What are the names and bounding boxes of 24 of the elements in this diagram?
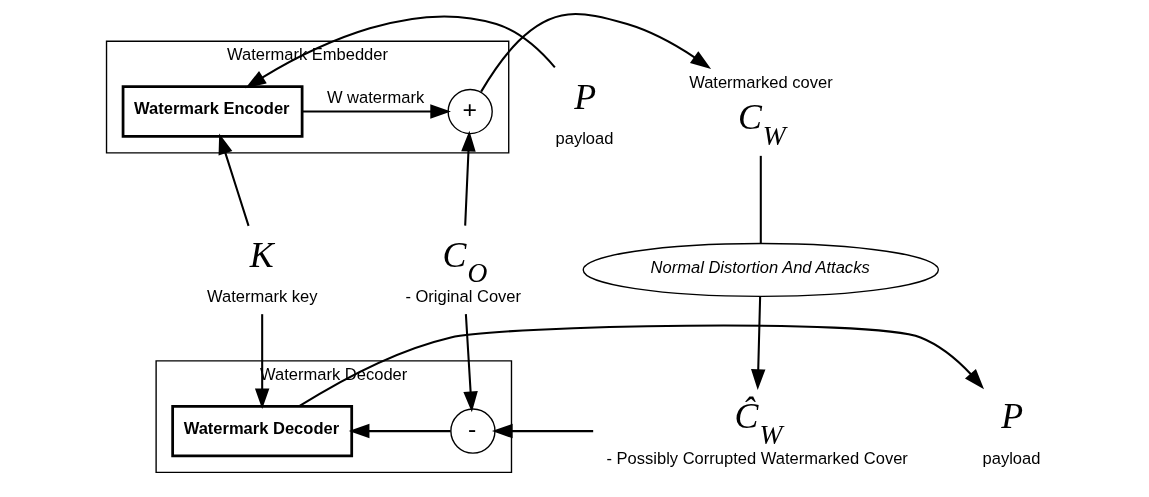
node-text: Watermarked cover C$_{W}$ <box>689 72 833 151</box>
node-circle: - <box>450 408 496 454</box>
arrow <box>751 296 766 390</box>
arrow <box>463 314 478 413</box>
arrow <box>491 423 594 439</box>
arrow <box>254 314 270 410</box>
arrow <box>480 13 712 93</box>
node-box: Watermark Decoder <box>171 404 354 458</box>
node-text: K Watermark key <box>207 234 318 307</box>
connector <box>759 155 762 244</box>
arrow <box>302 104 451 119</box>
node-text: C$_{O}$ - Original Cover <box>405 234 522 307</box>
arrow <box>298 324 985 408</box>
edge-label: W watermark <box>326 87 425 107</box>
arrow <box>218 133 250 227</box>
node-ellipse: Normal Distortion And Attacks <box>582 242 940 298</box>
arrow <box>461 130 476 226</box>
node-text: Ĉ$_{W}$ - Possibly Corrupted Watermarked Cover <box>606 396 908 468</box>
node-circle: + <box>447 88 493 135</box>
node-text: P payload <box>555 76 614 149</box>
node-box: Watermark Encoder <box>121 85 304 138</box>
arrow <box>348 423 451 439</box>
arrow <box>245 15 556 89</box>
node-text: P payload <box>982 396 1041 468</box>
